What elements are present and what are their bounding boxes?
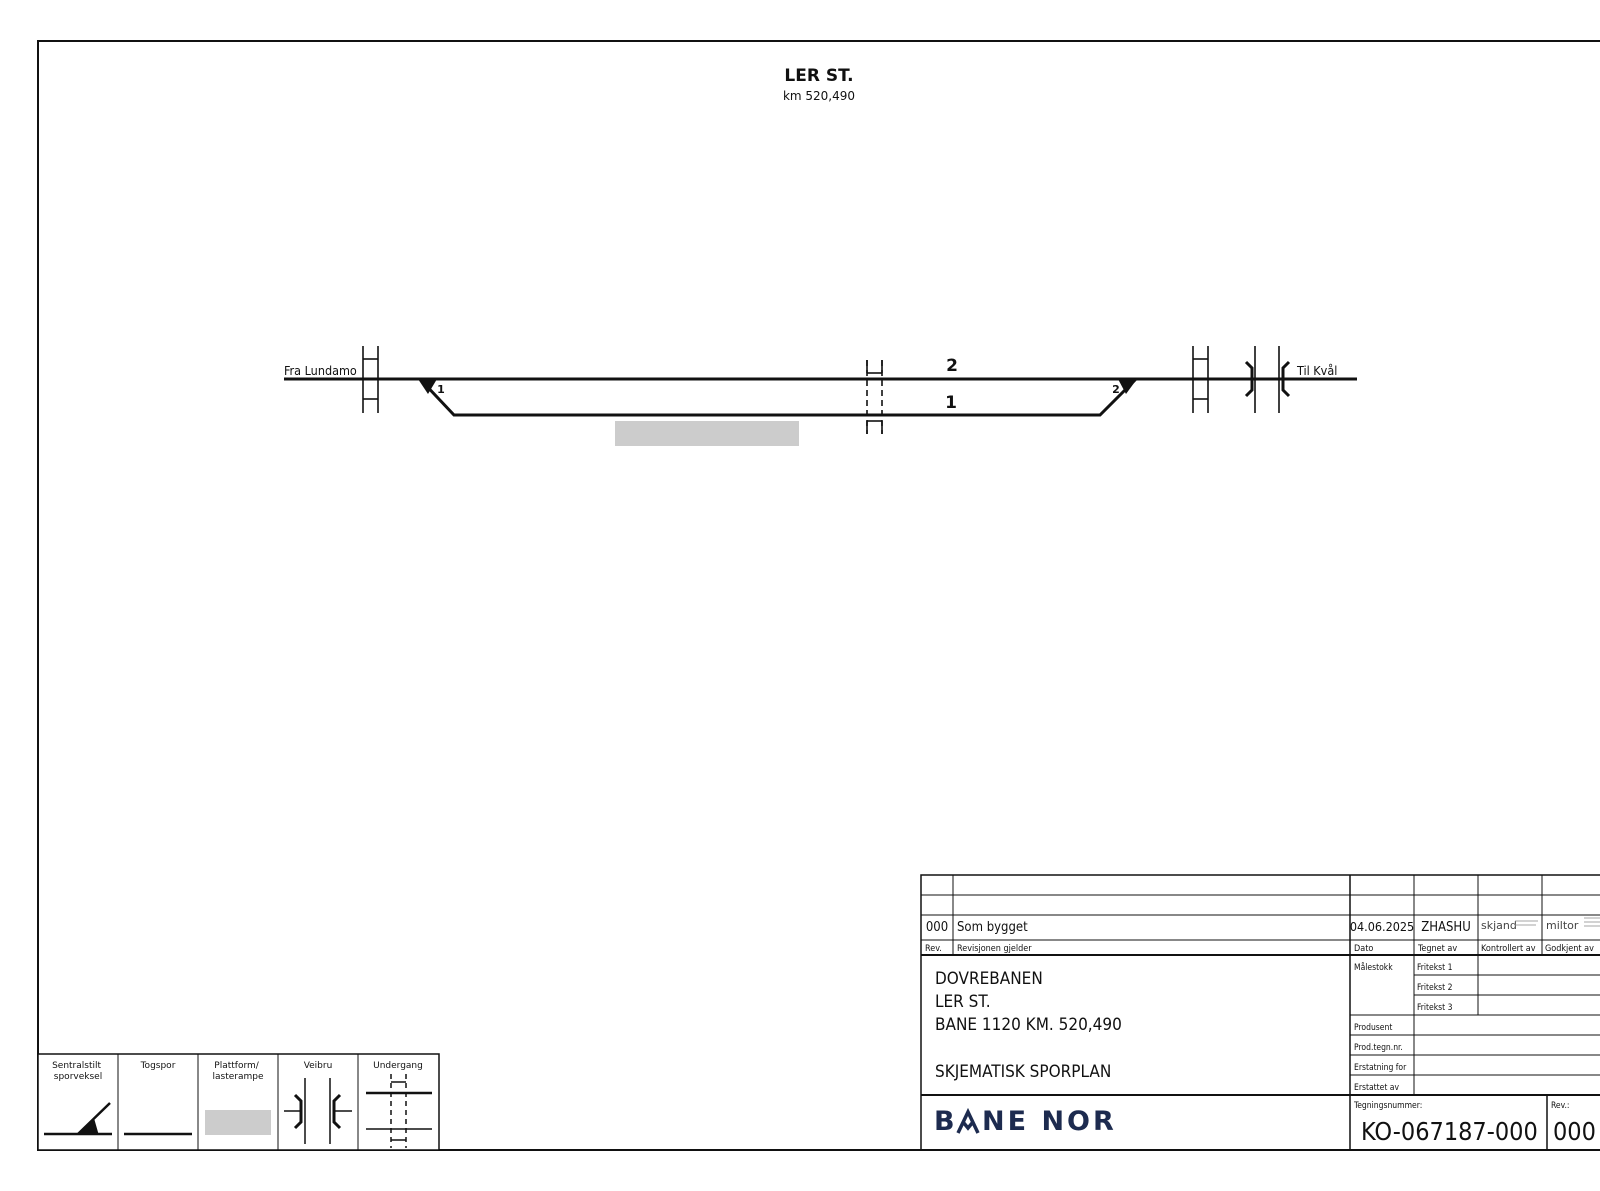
svg-text:B: B xyxy=(934,1106,958,1137)
platform xyxy=(615,421,799,446)
svg-text:skjand: skjand xyxy=(1481,919,1517,932)
track-2-number: 2 xyxy=(946,356,958,376)
field-prod-drawing-no: Prod.tegn.nr. xyxy=(1354,1043,1403,1053)
switch-2-marker xyxy=(1118,379,1137,394)
switch-1-marker xyxy=(418,379,437,394)
boundary-marker-right xyxy=(1192,346,1209,413)
from-label: Fra Lundamo xyxy=(284,363,357,378)
legend-label-bridge: Veibru xyxy=(304,1061,333,1071)
header-date: Dato xyxy=(1354,944,1373,954)
boundary-marker-left xyxy=(362,346,379,413)
svg-text:NE NOR: NE NOR xyxy=(982,1106,1117,1137)
drawing-title: SKJEMATISK SPORPLAN xyxy=(935,1062,1111,1082)
revision-drawn-by: ZHASHU xyxy=(1421,920,1471,935)
project-line-1: DOVREBANEN xyxy=(935,969,1043,989)
sheet-frame xyxy=(37,40,1600,1151)
header-drawn-by: Tegnet av xyxy=(1417,944,1457,954)
field-replaced-by: Erstattet av xyxy=(1354,1083,1399,1093)
header-rev: Rev. xyxy=(925,944,942,954)
station-km: km 520,490 xyxy=(783,89,855,103)
field-free-text-2: Fritekst 2 xyxy=(1417,983,1453,993)
title-block xyxy=(920,874,1600,1151)
field-producer: Produsent xyxy=(1354,1023,1392,1033)
boundary-marker-middle xyxy=(866,360,883,434)
revision-description: Som bygget xyxy=(957,920,1028,935)
legend-platform-symbol xyxy=(205,1110,271,1135)
legend: Sentralstilt sporveksel Togspor Plattfor… xyxy=(37,1053,440,1151)
project-line-3: BANE 1120 KM. 520,490 xyxy=(935,1015,1122,1035)
svg-text:miltor: miltor xyxy=(1546,919,1579,932)
switch-2-number: 2 xyxy=(1112,383,1120,396)
track-1-line xyxy=(418,377,1138,417)
station-title: LER ST. xyxy=(784,66,853,86)
field-replaces: Erstatning for xyxy=(1354,1063,1407,1073)
field-scale: Målestokk xyxy=(1354,962,1393,973)
rev-label: Rev.: xyxy=(1551,1101,1570,1111)
legend-label-underpass: Undergang xyxy=(373,1061,423,1071)
field-free-text-1: Fritekst 1 xyxy=(1417,963,1453,973)
approved-by-signature: miltor xyxy=(1546,917,1600,932)
header-checked-by: Kontrollert av xyxy=(1481,944,1536,954)
legend-label-platform: Plattform/ lasterampe xyxy=(212,1061,263,1082)
field-free-text-3: Fritekst 3 xyxy=(1417,1003,1453,1013)
revision-date: 04.06.2025 xyxy=(1350,919,1414,934)
project-line-2: LER ST. xyxy=(935,992,991,1012)
legend-label-switch: Sentralstilt sporveksel xyxy=(52,1061,104,1082)
header-approved-by: Godkjent av xyxy=(1545,944,1594,954)
to-label: Til Kvål xyxy=(1296,363,1337,378)
bane-nor-logo-a-mark xyxy=(956,1107,980,1134)
track-1-number: 1 xyxy=(945,393,957,413)
legend-underpass-symbol xyxy=(366,1074,432,1148)
legend-label-track: Togspor xyxy=(140,1061,176,1071)
drawing-number: KO-067187-000 xyxy=(1361,1117,1538,1146)
header-revision-applies: Revisjonen gjelder xyxy=(957,944,1032,954)
checked-by-signature: skjand xyxy=(1481,919,1538,932)
switch-1-number: 1 xyxy=(437,383,445,396)
track-plan xyxy=(284,346,1357,434)
legend-switch-symbol xyxy=(44,1102,112,1136)
legend-bridge-symbol xyxy=(284,1078,352,1144)
rev-value: 000 xyxy=(1553,1117,1596,1146)
revision-number: 000 xyxy=(926,920,948,935)
drawing-number-label: Tegningsnummer: xyxy=(1353,1101,1422,1111)
road-bridge-symbol xyxy=(1244,346,1291,413)
bane-nor-logo: B NE NOR xyxy=(934,1106,1117,1137)
